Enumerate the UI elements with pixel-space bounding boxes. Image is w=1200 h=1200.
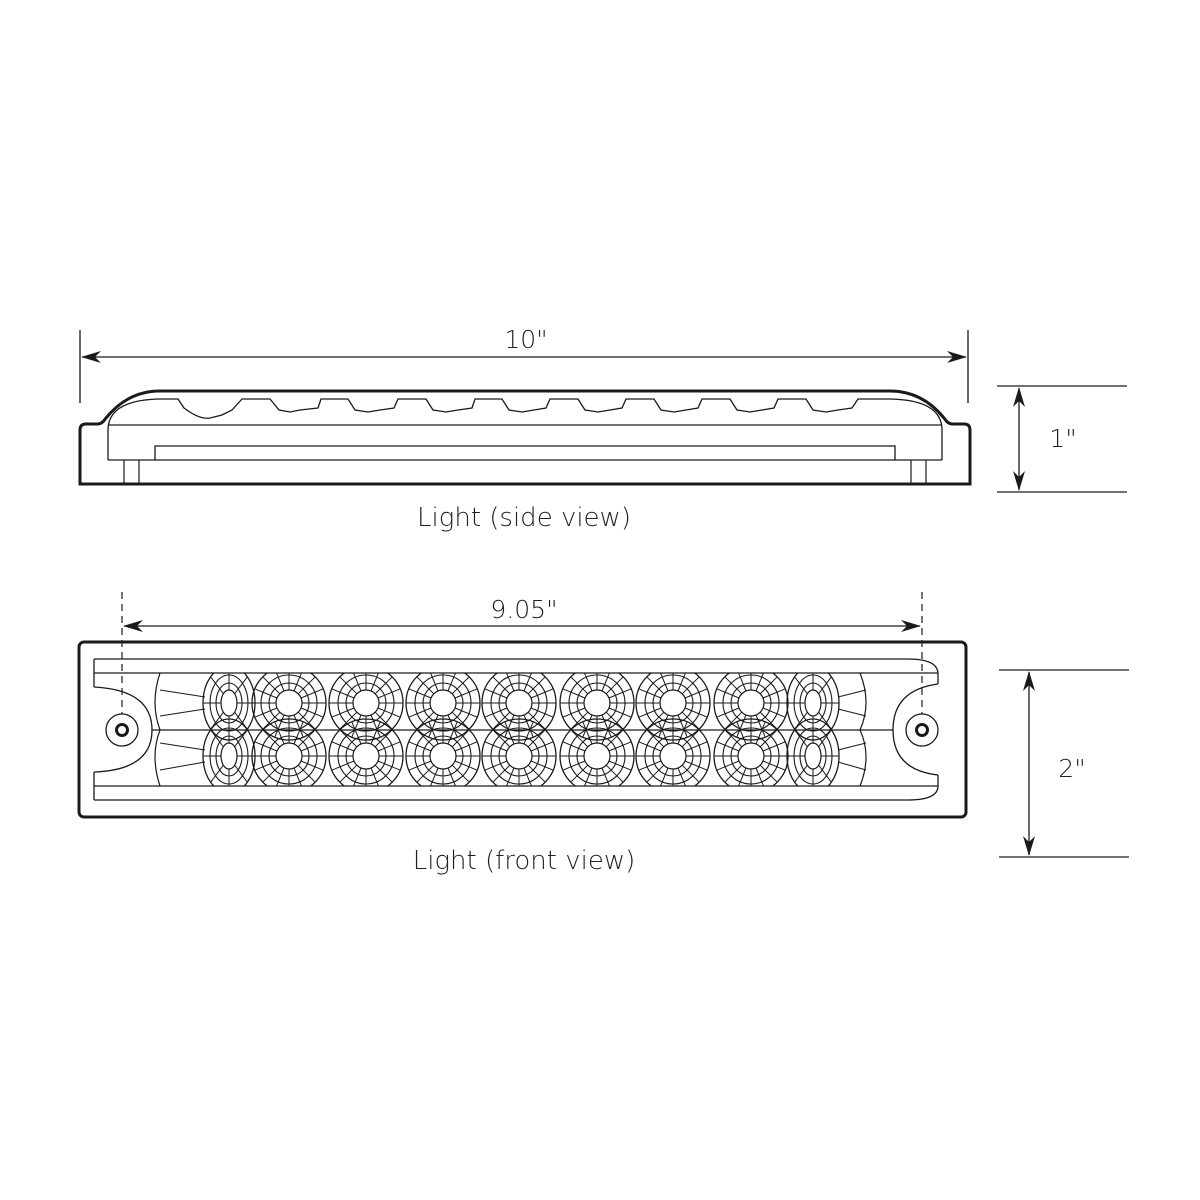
- led-lens: [481, 673, 557, 786]
- side-view-drawing: [78, 389, 972, 486]
- led-lens: [405, 673, 481, 786]
- led-lens: [559, 673, 635, 786]
- side-height-dimension: [997, 385, 1127, 493]
- front-height-label: 2": [1058, 754, 1086, 783]
- led-lens: [786, 673, 840, 786]
- side-view-caption: Light (side view): [417, 503, 631, 533]
- led-lens: [635, 673, 711, 786]
- length-dimension: [79, 330, 969, 403]
- led-lens: [251, 673, 327, 786]
- hole-spacing-dimension: [121, 592, 923, 714]
- led-lens: [328, 673, 404, 786]
- front-height-dimension: [999, 669, 1129, 858]
- side-view-outline: [78, 389, 972, 486]
- mounting-hole-left: [105, 713, 139, 747]
- led-array: [154, 673, 867, 786]
- led-lens: [713, 673, 789, 786]
- lens-profile: [107, 398, 943, 460]
- front-view-drawing: [77, 640, 968, 819]
- front-view-outline: [77, 640, 968, 819]
- hole-spacing-label: 9.05": [490, 595, 558, 624]
- front-view-caption: Light (front view): [412, 846, 636, 876]
- side-height-label: 1": [1049, 424, 1077, 453]
- mounting-hole-right: [905, 713, 939, 747]
- led-lens: [202, 673, 256, 786]
- length-label: 10": [504, 325, 548, 354]
